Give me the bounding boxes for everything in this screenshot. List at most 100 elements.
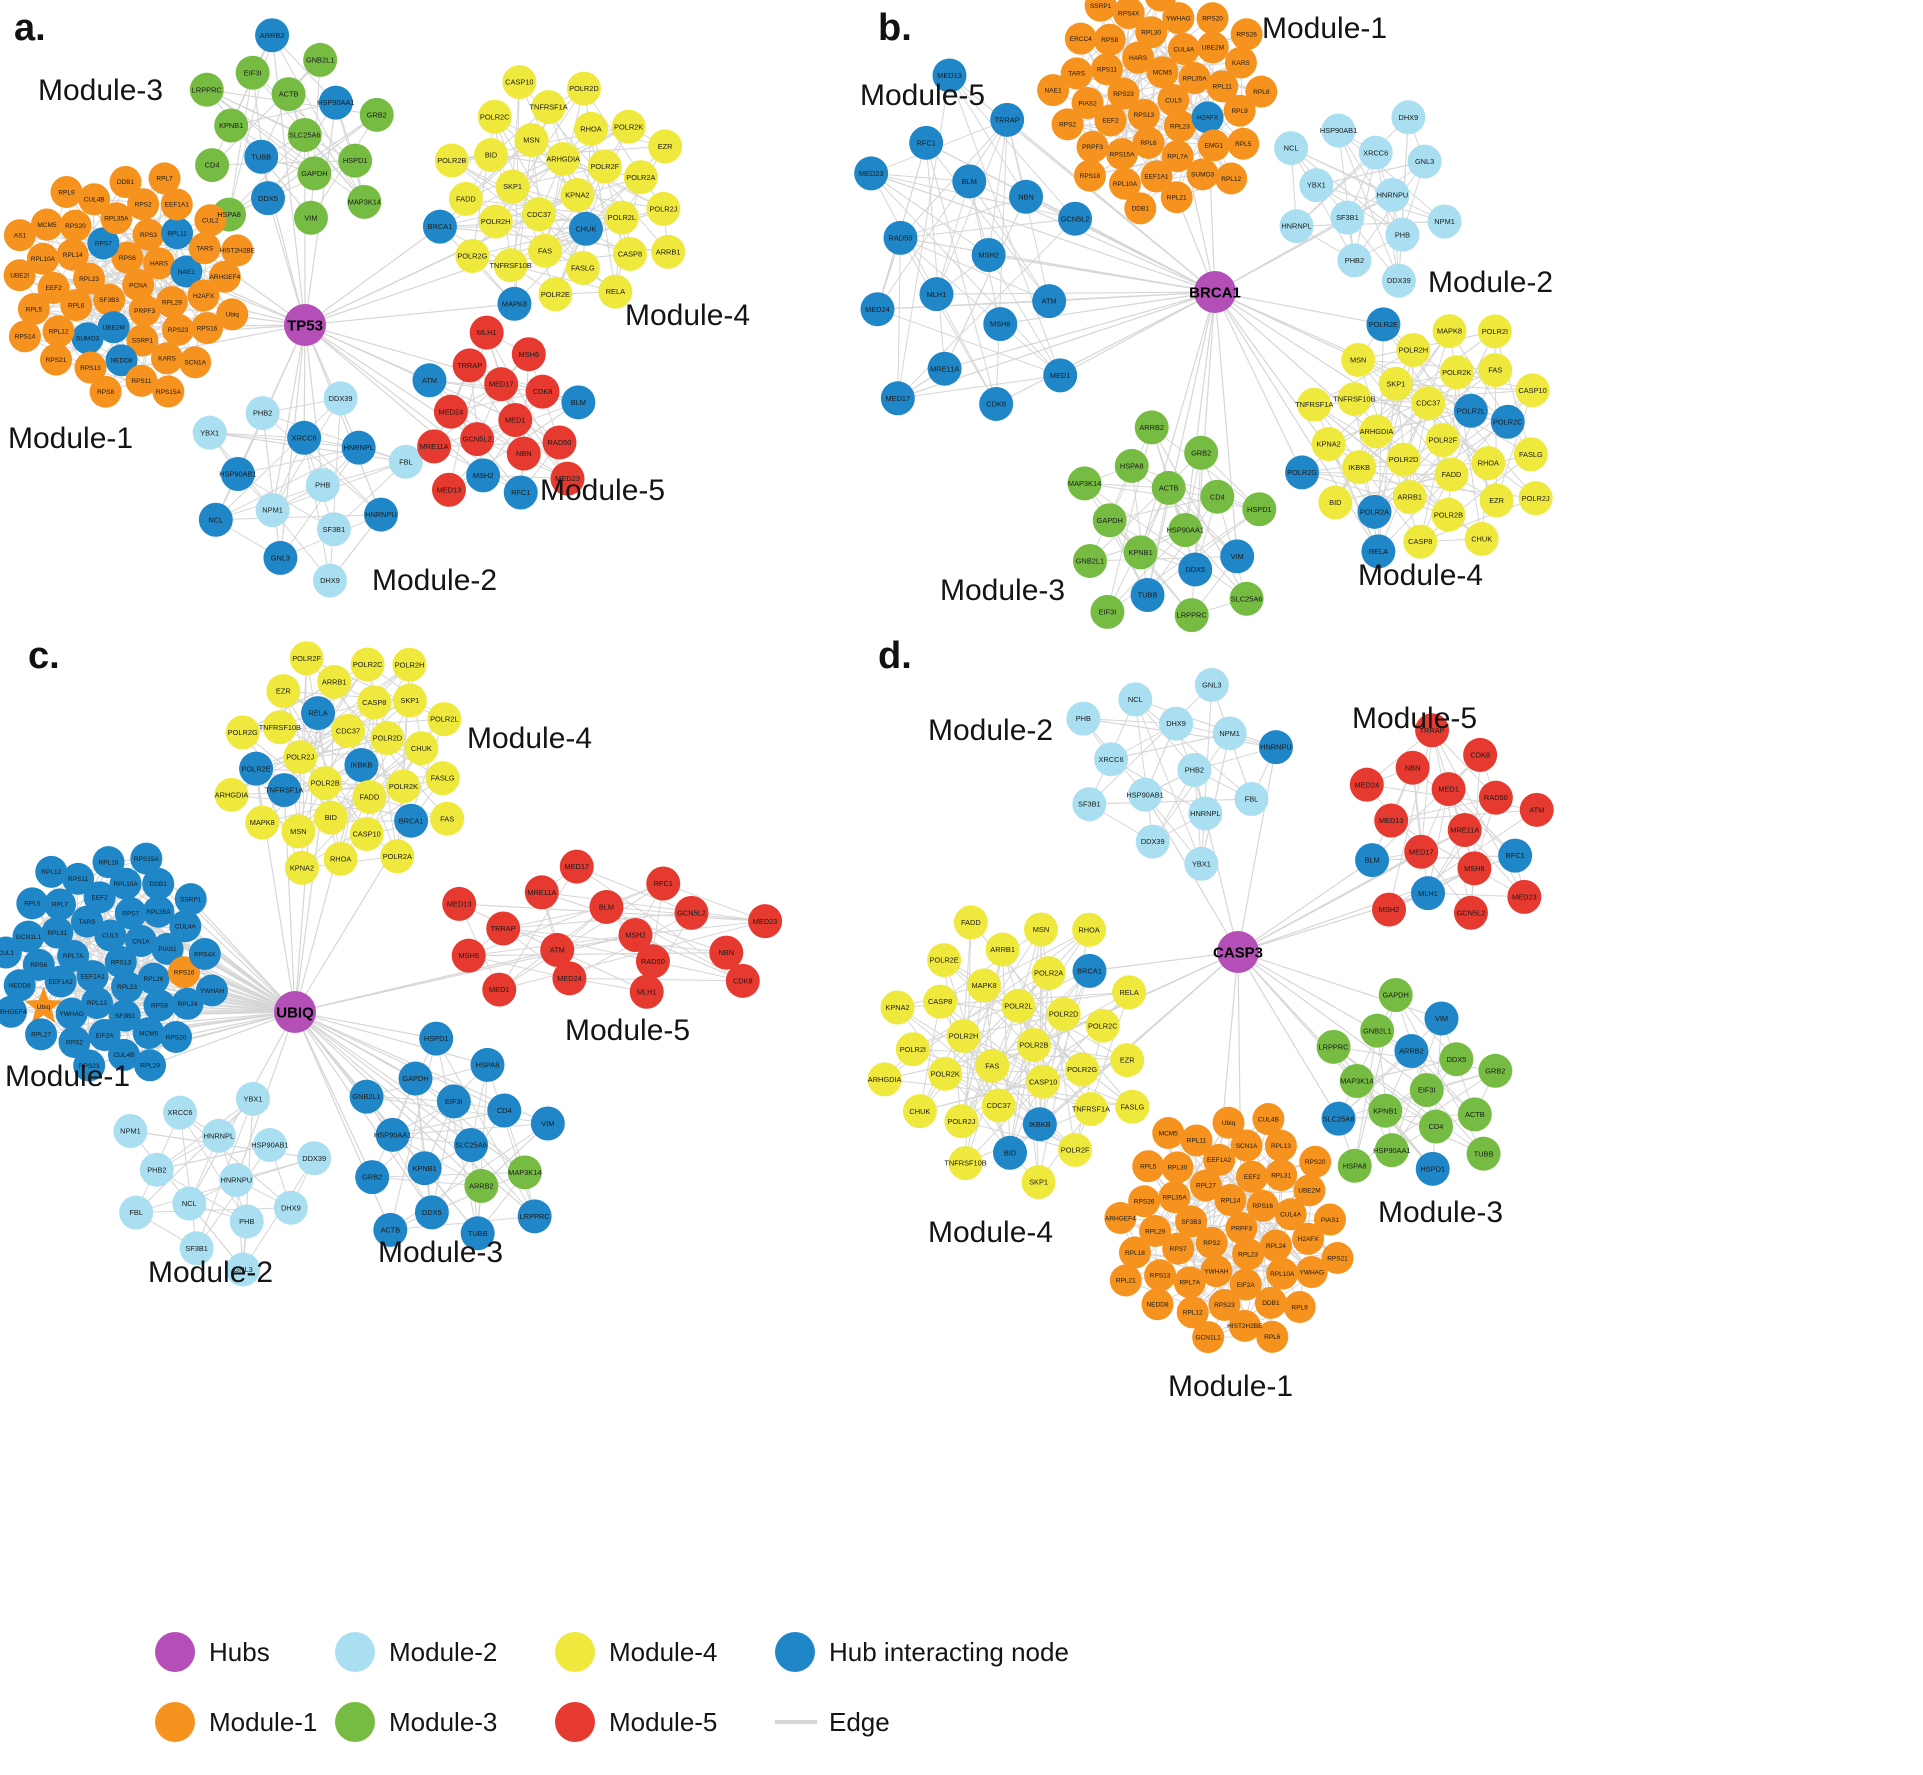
node-polr2e[interactable] [239,751,274,786]
node-rhoa[interactable] [1471,446,1506,481]
node-rpl7[interactable] [43,888,76,921]
node-vim[interactable] [530,1106,565,1141]
node-skp1[interactable] [392,683,427,718]
node-cdc37[interactable] [981,1088,1016,1123]
node-lrpprc[interactable] [1174,598,1209,633]
node-rad50[interactable] [542,425,577,460]
node-rps4x[interactable] [188,937,221,970]
node-rps13[interactable] [1127,98,1160,131]
node-nbn[interactable] [1009,179,1044,214]
node-brca1[interactable] [394,803,429,838]
node-cul4b[interactable] [107,1038,140,1071]
node-msh6[interactable] [451,938,486,973]
node-arrb2[interactable] [1394,1034,1429,1069]
node-chuk[interactable] [404,731,439,766]
node-rpl10a[interactable] [1266,1257,1299,1290]
node-polr2j[interactable] [1518,481,1553,516]
node-rpl5[interactable] [17,293,50,326]
node-med17[interactable] [880,381,915,416]
node-ikbkb[interactable] [1022,1107,1057,1142]
node-rpl8[interactable] [1245,75,1278,108]
node-gnb2l1[interactable] [1360,1013,1395,1048]
node-kpna2[interactable] [1311,426,1346,461]
node-sf3b3[interactable] [1175,1205,1208,1238]
node-fas[interactable] [975,1048,1010,1083]
node-tnfrsf10b[interactable] [493,248,528,283]
node-ywhag[interactable] [1162,2,1195,35]
node-tubb[interactable] [1130,577,1165,612]
node-fbl[interactable] [1234,782,1269,817]
node-med17[interactable] [559,849,594,884]
node-rps20[interactable] [59,209,92,242]
node-h2afx[interactable] [1191,101,1224,134]
node-npm1[interactable] [1427,204,1462,239]
node-med13[interactable] [1374,803,1409,838]
node-rpl10a[interactable] [109,867,142,900]
node-med23[interactable] [1507,879,1542,914]
node-cul4b[interactable] [78,183,111,216]
node-med23[interactable] [748,904,783,939]
node-eef1a1[interactable] [160,188,193,221]
node-tnfrsf10b[interactable] [1337,382,1372,417]
node-fadd[interactable] [352,779,387,814]
node-ddx39[interactable] [323,381,358,416]
node-gapdh[interactable] [398,1061,433,1096]
node-mapk8[interactable] [245,805,280,840]
node-polr2l[interactable] [1001,988,1036,1023]
node-arrb1[interactable] [985,932,1020,967]
node-rps2[interactable] [127,188,160,221]
node-msn[interactable] [1341,342,1376,377]
node-med13[interactable] [431,472,466,507]
node-polr2d[interactable] [370,721,405,756]
node-trrap[interactable] [486,911,521,946]
node-atm[interactable] [412,363,447,398]
node-rps2[interactable] [58,1026,91,1059]
node-cdk8[interactable] [725,963,760,998]
node-eef1a1[interactable] [1140,160,1173,193]
node-med17[interactable] [484,367,519,402]
node-rps13[interactable] [104,946,137,978]
node-pias1[interactable] [1313,1203,1346,1236]
node-sf3b1[interactable] [316,512,351,547]
node-msh2[interactable] [971,238,1006,272]
node-rpl9[interactable] [1283,1291,1316,1324]
node-ikbkb[interactable] [344,748,379,782]
node-polr2f[interactable] [289,641,324,676]
node-polr2i[interactable] [1477,314,1512,349]
node-lrpprc[interactable] [1316,1029,1351,1064]
node-rps20[interactable] [1196,2,1229,35]
node-rpl23[interactable] [111,970,144,1003]
node-vim[interactable] [293,200,328,235]
node-tars[interactable] [188,232,221,265]
node-fbl[interactable] [119,1195,154,1230]
node-gapdh[interactable] [297,156,332,191]
node-bid[interactable] [993,1135,1028,1170]
node-skp1[interactable] [1378,366,1413,401]
node-emg1[interactable] [1197,129,1230,162]
node-kpna2[interactable] [560,178,595,212]
node-rpl13[interactable] [1264,1129,1297,1162]
node-gnl3[interactable] [1194,667,1229,702]
node-ybx1[interactable] [235,1081,270,1116]
node-cdc37[interactable] [522,197,557,232]
node-fadd[interactable] [448,181,483,216]
node-ybx1[interactable] [1184,846,1219,881]
node-kars[interactable] [1224,46,1257,79]
node-ercc4[interactable] [1064,22,1097,55]
node-phb2[interactable] [1337,243,1372,278]
node-rpl11[interactable] [161,217,194,250]
node-blm[interactable] [952,164,987,199]
node-cul2[interactable] [194,204,227,237]
node-blm[interactable] [561,385,596,420]
node-med17[interactable] [1404,834,1439,869]
node-actb[interactable] [271,77,306,112]
node-dhx9[interactable] [1159,706,1194,741]
node-med1[interactable] [1043,358,1078,393]
node-polr2a[interactable] [623,160,658,195]
node-ube2m[interactable] [1293,1174,1326,1207]
node-ddb1[interactable] [109,165,142,198]
node-rad50[interactable] [635,944,670,979]
node-polr2h[interactable] [946,1018,981,1053]
node-rpl26[interactable] [137,962,170,995]
node-map3k14[interactable] [507,1155,542,1190]
